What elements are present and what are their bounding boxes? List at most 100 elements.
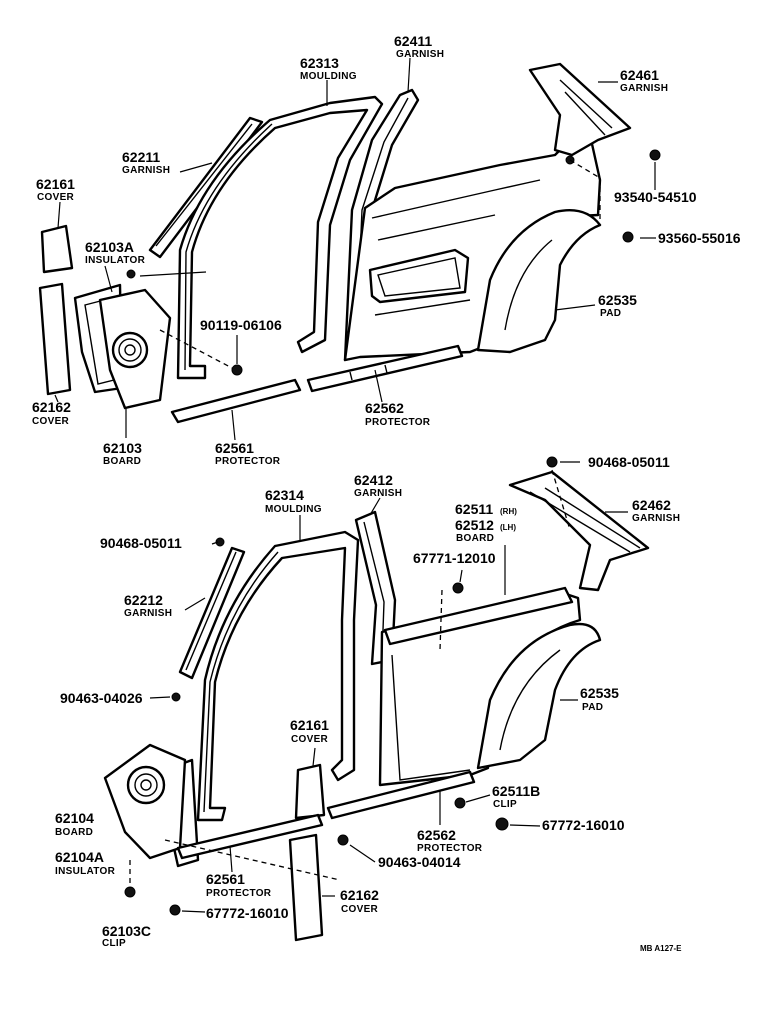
label-62535b-name: PAD [582, 702, 603, 713]
label-62161b-pn: 62161 [290, 717, 329, 733]
label-62561b-name: PROTECTOR [206, 888, 272, 899]
label-93540-pn: 93540-54510 [614, 189, 697, 205]
part-62314-moulding-shape [196, 530, 360, 822]
part-62211-garnish-shape [148, 116, 264, 259]
fastener-90463-lower-icon [337, 834, 349, 846]
label-62511B-name: CLIP [493, 799, 517, 810]
label-62462-name: GARNISH [632, 513, 680, 524]
part-62313-moulding-shape [176, 95, 384, 380]
label-62162a-pn: 62162 [32, 399, 71, 415]
upper-assembly [38, 62, 661, 424]
label-62562b-pn: 62562 [417, 827, 456, 843]
label-62313-name: MOULDING [300, 71, 357, 82]
part-62161-cover-shape [40, 224, 74, 274]
lower-assembly [103, 456, 650, 942]
clip-refer-icon [126, 269, 136, 279]
fastener-90463-left-icon [171, 692, 181, 702]
part-62462-garnish-shape [508, 470, 650, 592]
label-67772a-pn: 67772-16010 [542, 817, 625, 833]
part-62561-protector-shape-lower [176, 813, 324, 860]
label-62103C-pn: 62103C [102, 923, 151, 939]
label-62461-name: GARNISH [620, 83, 668, 94]
clip-62511B-icon [454, 797, 466, 809]
label-62512-suffix: (LH) [500, 523, 516, 532]
part-62561-protector-shape [170, 378, 302, 424]
figure-code: MB A127-E [640, 944, 682, 953]
label-62512-name: BOARD [456, 533, 494, 544]
part-62535-pad-shape-lower [476, 622, 602, 770]
labels: 62411 GARNISH 62313 MOULDING 62461 GARNI… [32, 33, 741, 953]
label-62162a-name: COVER [32, 416, 70, 427]
label-62561b-pn: 62561 [206, 871, 245, 887]
label-62313-pn: 62313 [300, 55, 339, 71]
part-62104-board-shape [103, 743, 187, 860]
label-62161a-pn: 62161 [36, 176, 75, 192]
label-90463b-pn: 90463-04014 [378, 854, 461, 870]
label-62411-name: GARNISH [396, 49, 444, 60]
label-62461-pn: 62461 [620, 67, 659, 83]
label-62104A-pn: 62104A [55, 849, 104, 865]
label-62103A-name: INSULATOR [85, 255, 146, 266]
label-62162b-name: COVER [341, 904, 379, 915]
label-90468b-pn: 90468-05011 [100, 535, 182, 551]
fastener-93560-icon [622, 231, 634, 243]
label-62511-suffix: (RH) [500, 507, 517, 516]
label-62411-pn: 62411 [394, 33, 432, 49]
label-62511B-pn: 62511B [492, 783, 540, 799]
fastener-90119-icon [231, 364, 243, 376]
label-62104-pn: 62104 [55, 810, 94, 826]
label-67771-pn: 67771-12010 [413, 550, 496, 566]
fastener-90468-left-icon [215, 537, 225, 547]
label-62314-pn: 62314 [265, 487, 304, 503]
label-90463a-pn: 90463-04026 [60, 690, 143, 706]
label-62535b-pn: 62535 [580, 685, 619, 701]
label-62212-name: GARNISH [124, 608, 172, 619]
label-62103C-name: CLIP [102, 938, 126, 949]
label-62462-pn: 62462 [632, 497, 671, 513]
label-62211-pn: 62211 [122, 149, 160, 165]
part-62511-board-shape [383, 586, 574, 646]
label-62562a-name: PROTECTOR [365, 417, 431, 428]
label-62511-pn: 62511 [455, 501, 493, 517]
label-62314-name: MOULDING [265, 504, 322, 515]
label-62161a-name: COVER [37, 192, 75, 203]
part-62161-cover-shape-lower [294, 763, 326, 820]
fastener-67771-icon [452, 582, 464, 594]
label-62161b-name: COVER [291, 734, 329, 745]
label-62412-pn: 62412 [354, 472, 393, 488]
label-67772b-pn: 67772-16010 [206, 905, 289, 921]
label-62535a-pn: 62535 [598, 292, 637, 308]
fastener-67772-lower-icon [169, 904, 181, 916]
label-62211-name: GARNISH [122, 165, 170, 176]
label-93560-pn: 93560-55016 [658, 230, 741, 246]
quarter-panel-shape [343, 133, 602, 362]
part-62562-protector-shape-lower [326, 770, 476, 820]
label-62412-name: GARNISH [354, 488, 402, 499]
label-62561a-pn: 62561 [215, 440, 254, 456]
part-62461-garnish-shape [528, 62, 632, 165]
part-62103-board-shape [98, 288, 172, 410]
label-62212-pn: 62212 [124, 592, 163, 608]
label-62561a-name: PROTECTOR [215, 456, 281, 467]
label-62562a-pn: 62562 [365, 400, 404, 416]
fastener-93540-icon [649, 149, 661, 161]
fastener-67772-right-icon [495, 817, 509, 831]
clip-62103C-icon [124, 886, 136, 898]
label-62104-name: BOARD [55, 827, 93, 838]
part-62212-garnish-shape [178, 546, 246, 680]
label-62535a-name: PAD [600, 308, 621, 319]
label-90468a-pn: 90468-05011 [588, 454, 670, 470]
label-62512-pn: 62512 [455, 517, 494, 533]
label-62103A-pn: 62103A [85, 239, 134, 255]
fastener-90468-upper-icon [546, 456, 558, 468]
label-62562b-name: PROTECTOR [417, 843, 483, 854]
label-62103-name: BOARD [103, 456, 141, 467]
part-62562-protector-shape [306, 344, 464, 393]
part-62162-cover-shape-lower [288, 833, 324, 942]
label-62104A-name: INSULATOR [55, 866, 116, 877]
label-90119-pn: 90119-06106 [200, 317, 282, 333]
part-62162-cover-shape [38, 282, 72, 396]
leader-lines [54, 57, 656, 913]
label-62103-pn: 62103 [103, 440, 142, 456]
